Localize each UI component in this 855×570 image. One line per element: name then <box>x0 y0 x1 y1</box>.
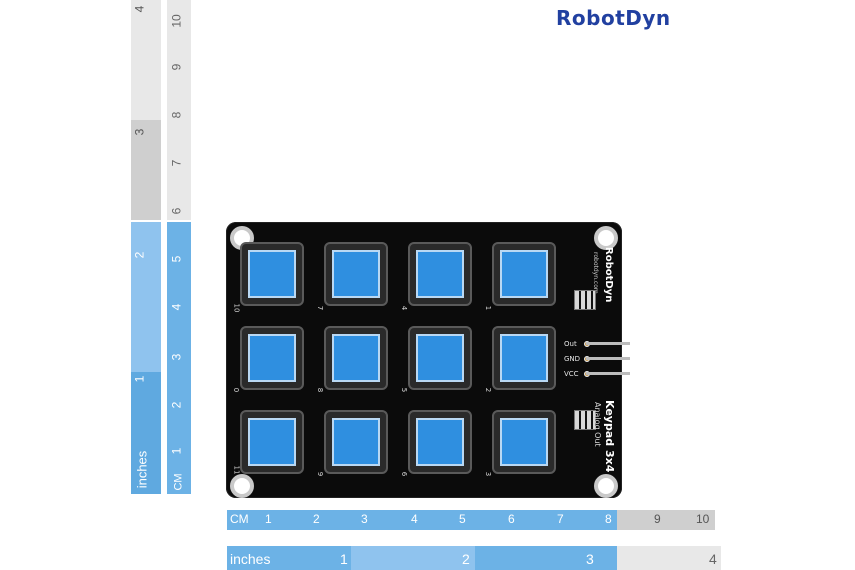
key-button[interactable] <box>324 326 388 390</box>
vertical-cm-tick-label-8: 8 <box>169 111 184 119</box>
pin-label-out: Out <box>564 340 577 348</box>
horizontal-cm-tick-label-7: 7 <box>557 512 564 526</box>
horizontal-inches-tick-label-3: 3 <box>586 551 594 567</box>
vertical-cm-tick-label-6: 6 <box>169 207 184 215</box>
pin-label-vcc: VCC <box>564 370 579 378</box>
horizontal-inches-tick-label-4: 4 <box>709 551 717 567</box>
horizontal-cm-tick-label-6: 6 <box>508 512 515 526</box>
key-cap <box>500 250 548 298</box>
key-cap <box>416 334 464 382</box>
key-button[interactable] <box>408 410 472 474</box>
key-button[interactable] <box>240 242 304 306</box>
key-cap <box>332 250 380 298</box>
mounting-hole-bottom-left <box>230 474 254 498</box>
key-cap <box>416 250 464 298</box>
horizontal-inches-ruler <box>227 546 721 570</box>
horizontal-cm-unit-label: CM <box>230 512 249 526</box>
vertical-cm-tick-label-10: 10 <box>169 14 184 28</box>
horizontal-cm-tick-label-1: 1 <box>265 512 272 526</box>
key-button[interactable] <box>240 410 304 474</box>
vertical-cm-tick-label-9: 9 <box>169 63 184 71</box>
board-title: Keypad 3x4 <box>603 400 616 473</box>
horizontal-inches-tick-label-1: 1 <box>340 551 348 567</box>
robotdyn-logo: RobotDyn <box>556 6 671 30</box>
horizontal-cm-tick-label-8: 8 <box>605 512 612 526</box>
board-subtitle: Analog Out <box>593 402 602 447</box>
key-cap <box>248 334 296 382</box>
key-cap <box>332 334 380 382</box>
vertical-inches-unit-label: inches <box>134 450 150 489</box>
vertical-inches-tick-label-2: 2 <box>132 251 147 259</box>
pin-label-gnd: GND <box>564 355 581 363</box>
horizontal-cm-tick-label-5: 5 <box>459 512 466 526</box>
header-pin-leg-gnd[interactable] <box>586 357 630 360</box>
vertical-cm-tick-label-1: 1 <box>169 447 184 455</box>
horizontal-inches-unit-label: inches <box>230 551 271 567</box>
board-logo-text: RobotDyn <box>603 247 614 303</box>
key-cap <box>500 418 548 466</box>
vertical-inches-ruler <box>131 0 161 494</box>
key-cap <box>248 250 296 298</box>
key-button[interactable] <box>408 242 472 306</box>
header-pin-leg-vcc[interactable] <box>586 372 630 375</box>
key-label: 10 <box>232 303 241 313</box>
horizontal-cm-tick-label-3: 3 <box>361 512 368 526</box>
vertical-cm-tick-label-5: 5 <box>169 255 184 263</box>
key-button[interactable] <box>324 242 388 306</box>
key-button[interactable] <box>492 242 556 306</box>
key-label: 2 <box>484 387 493 393</box>
key-label: 9 <box>316 471 325 477</box>
key-label: 8 <box>316 387 325 393</box>
key-label: 3 <box>484 471 493 477</box>
key-button[interactable] <box>492 410 556 474</box>
key-label: 0 <box>232 387 241 393</box>
key-cap <box>416 418 464 466</box>
mounting-hole-top-right <box>594 226 618 250</box>
key-cap <box>332 418 380 466</box>
horizontal-cm-tick-label-10: 10 <box>696 512 710 526</box>
mounting-hole-bottom-right <box>594 474 618 498</box>
key-button[interactable] <box>240 326 304 390</box>
horizontal-cm-ruler <box>227 510 715 530</box>
board-url-text: robotdyn.com <box>592 252 599 294</box>
vertical-cm-unit-label: CM <box>172 473 185 491</box>
key-label: 6 <box>400 471 409 477</box>
vertical-inches-tick-label-1: 1 <box>132 375 147 383</box>
smd-component <box>574 290 596 310</box>
key-cap <box>248 418 296 466</box>
key-button[interactable] <box>324 410 388 474</box>
horizontal-inches-tick-label-2: 2 <box>462 551 470 567</box>
vertical-inches-tick-label-3: 3 <box>132 128 147 136</box>
vertical-cm-tick-label-4: 4 <box>169 303 184 311</box>
key-label: 5 <box>400 387 409 393</box>
horizontal-cm-tick-label-9: 9 <box>654 512 661 526</box>
key-label: 11 <box>232 465 241 475</box>
key-button[interactable] <box>492 326 556 390</box>
vertical-inches-tick-label-4: 4 <box>132 5 147 13</box>
smd-component <box>574 410 596 430</box>
header-pin-leg-out[interactable] <box>586 342 630 345</box>
key-label: 7 <box>316 305 325 311</box>
vertical-cm-ruler <box>167 0 191 494</box>
vertical-cm-tick-label-7: 7 <box>169 159 184 167</box>
key-label: 4 <box>400 305 409 311</box>
horizontal-cm-tick-label-4: 4 <box>411 512 418 526</box>
vertical-cm-tick-label-3: 3 <box>169 353 184 361</box>
vertical-cm-tick-label-2: 2 <box>169 401 184 409</box>
key-button[interactable] <box>408 326 472 390</box>
key-label: 1 <box>484 305 493 311</box>
horizontal-cm-tick-label-2: 2 <box>313 512 320 526</box>
key-cap <box>500 334 548 382</box>
